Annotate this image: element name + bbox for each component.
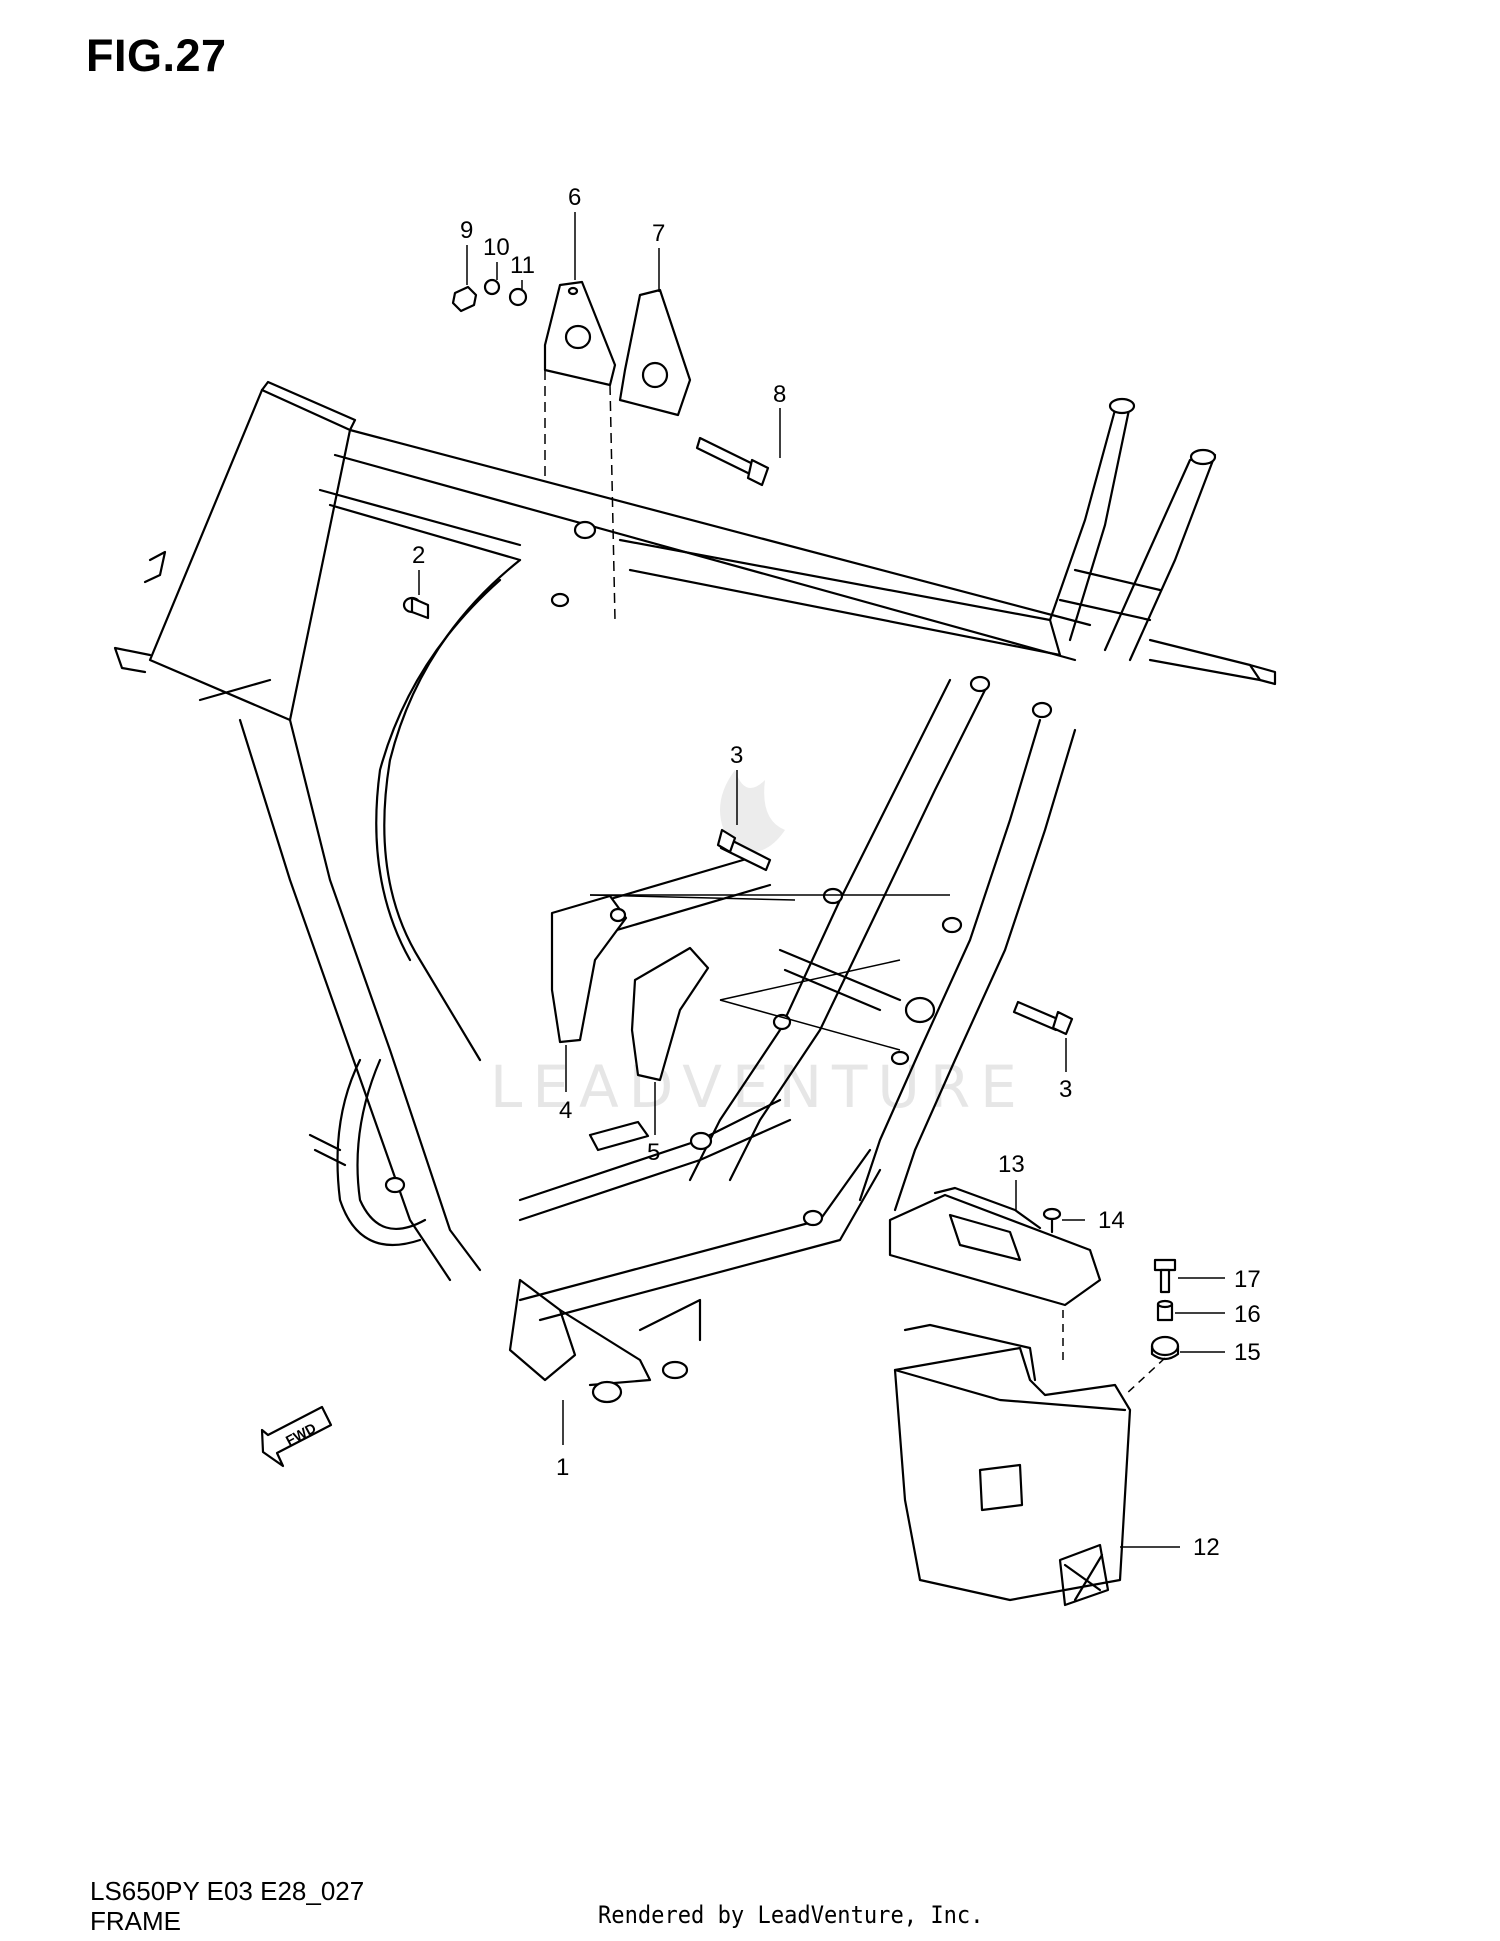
part-14-screw: [1042, 1207, 1062, 1234]
callout-17: 17: [1234, 1266, 1261, 1293]
part-3-bolt-upper: [716, 828, 772, 872]
part-10-washer: [483, 278, 501, 296]
model-code: LS650PY E03 E28_027: [90, 1876, 365, 1906]
render-credit: Rendered by LeadVenture, Inc.: [598, 1901, 984, 1929]
callout-5: 5: [647, 1139, 660, 1166]
part-12-battery-case: [893, 1323, 1132, 1607]
leadventure-watermark: LEADVENTURE: [490, 770, 1027, 1121]
part-6-bracket: [543, 280, 617, 387]
part-5-bracket: [588, 946, 710, 1152]
callout-8: 8: [773, 381, 786, 408]
part-15-grommet: [1150, 1335, 1180, 1361]
callout-1: 1: [556, 1454, 569, 1481]
callout-13: 13: [998, 1151, 1025, 1178]
callout-11: 11: [510, 252, 535, 279]
forward-arrow-icon: FWD: [260, 1405, 333, 1468]
part-7-bracket: [618, 288, 692, 417]
figure-title: FIG.27: [86, 30, 227, 81]
callout-15: 15: [1234, 1339, 1261, 1366]
callout-7: 7: [652, 220, 665, 247]
callout-6: 6: [568, 184, 581, 211]
part-13-battery-cover: [888, 1186, 1102, 1307]
callout-10: 10: [483, 234, 510, 261]
callout-16: 16: [1234, 1301, 1261, 1328]
watermark-text: LEADVENTURE: [490, 1053, 1027, 1121]
callout-4: 4: [559, 1097, 572, 1124]
main-frame: [113, 380, 1277, 1404]
part-3-bolt-lower: [1012, 1000, 1074, 1036]
callout-2: 2: [412, 542, 425, 569]
callout-labels: 1 2 3 3 4 5 6 7 8 9 10 11 12 13 14 15 16…: [412, 184, 1261, 1561]
callout-leaders: [418, 212, 1225, 1548]
part-16-collar: [1156, 1299, 1174, 1322]
callout-12: 12: [1193, 1534, 1220, 1561]
part-17-bolt: [1153, 1258, 1177, 1294]
part-8-bolt: [695, 436, 770, 487]
callout-3-upper: 3: [730, 742, 743, 769]
callout-14: 14: [1098, 1207, 1125, 1234]
part-9-nut: [451, 285, 478, 313]
part-2-stud: [402, 596, 430, 620]
section-name: FRAME: [90, 1906, 181, 1936]
callout-9: 9: [460, 217, 473, 244]
part-11-washer: [508, 287, 528, 307]
part-4-bracket: [550, 894, 628, 1044]
callout-3-lower: 3: [1059, 1076, 1072, 1103]
